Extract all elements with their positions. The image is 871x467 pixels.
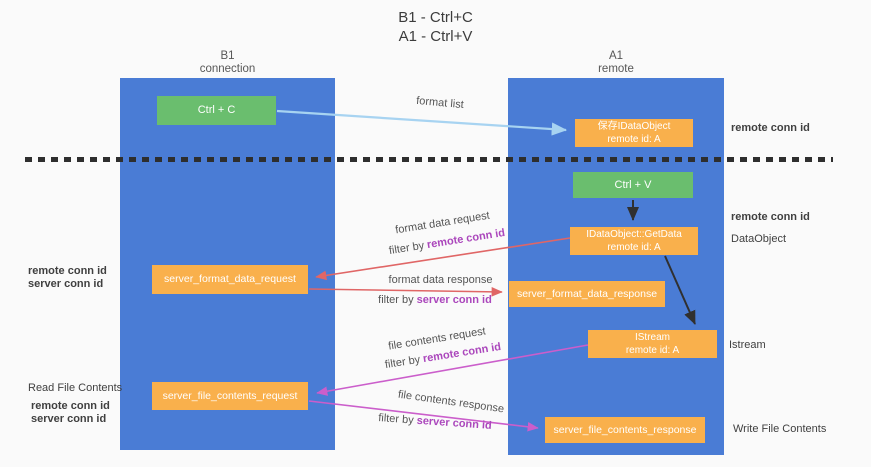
server-conn-id-annotation-left-2: server conn id: [31, 413, 107, 425]
format-data-response-label: format data response: [388, 274, 493, 286]
remote-conn-id-annotation-right-1: remote conn id: [731, 122, 810, 134]
format-list-label: format list: [415, 94, 465, 112]
getdata-line2: remote id: A: [607, 242, 661, 253]
server-format-data-request-label: server_format_data_request: [164, 273, 296, 285]
dashed-divider-line: [25, 157, 833, 162]
lifeline-a1-role: remote: [598, 63, 634, 75]
remote-conn-id-annotation-left-1: remote conn id: [28, 265, 107, 277]
title-line-1: B1 - Ctrl+C: [398, 9, 473, 26]
istream-line2: remote id: A: [625, 345, 680, 356]
server-file-contents-response-label: server_file_contents_response: [553, 423, 697, 436]
filter-by-text: filter by: [378, 294, 414, 306]
server-conn-id-text: server conn id: [416, 414, 493, 432]
title-line-2: A1 - Ctrl+V: [398, 28, 473, 45]
server-conn-id-annotation-left-1: server conn id: [28, 278, 104, 290]
arrow-format-data-response: [308, 287, 503, 297]
lifeline-header-b1: B1 connection: [120, 50, 335, 76]
lifeline-a1-name: A1: [608, 50, 624, 62]
filter-by-text: filter by: [388, 239, 426, 258]
write-file-contents-annotation: Write File Contents: [733, 423, 827, 435]
filter-by-text: filter by: [377, 412, 415, 427]
server-format-data-response-box: server_format_data_response: [509, 281, 665, 307]
remote-conn-id-annotation-left-2: remote conn id: [31, 400, 110, 412]
dataobject-annotation: DataObject: [731, 233, 787, 245]
ctrl-c-box: Ctrl + C: [157, 96, 276, 125]
ctrl-v-box: Ctrl + V: [573, 172, 693, 198]
lifeline-b1-role: connection: [199, 63, 256, 75]
lifeline-header-a1: A1 remote: [508, 50, 724, 76]
filter-by-text: filter by: [384, 353, 422, 372]
read-file-contents-annotation: Read File Contents: [28, 382, 123, 394]
ctrl-c-label: Ctrl + C: [197, 104, 236, 116]
server-format-data-response-label: server_format_data_response: [516, 287, 658, 300]
istream-box: IStream remote id: A: [588, 330, 717, 358]
lifeline-b1-name: B1: [220, 50, 235, 62]
getdata-line1: IDataObject::GetData: [586, 229, 682, 240]
save-idataobject-box: 保存IDataObject remote id: A: [575, 119, 693, 147]
idataobject-getdata-box: IDataObject::GetData remote id: A: [570, 227, 698, 255]
remote-conn-id-text: remote conn id: [426, 226, 506, 252]
save-idataobject-line2: remote id: A: [607, 134, 661, 145]
istream-line1: IStream: [634, 332, 670, 343]
save-idataobject-line1: 保存IDataObject: [597, 121, 671, 132]
istream-annotation: Istream: [729, 339, 766, 351]
server-conn-id-text: server conn id: [416, 294, 492, 306]
ctrl-v-label: Ctrl + V: [614, 178, 652, 191]
server-format-data-request-box: server_format_data_request: [152, 265, 308, 294]
server-file-contents-request-label: server_file_contents_request: [162, 389, 298, 402]
server-file-contents-request-box: server_file_contents_request: [152, 382, 308, 410]
server-file-contents-response-box: server_file_contents_response: [545, 417, 705, 443]
diagram-title: B1 - Ctrl+C A1 - Ctrl+V: [0, 8, 871, 46]
file-contents-response-label: file contents response: [397, 388, 505, 416]
remote-conn-id-annotation-right-2: remote conn id: [731, 211, 810, 223]
